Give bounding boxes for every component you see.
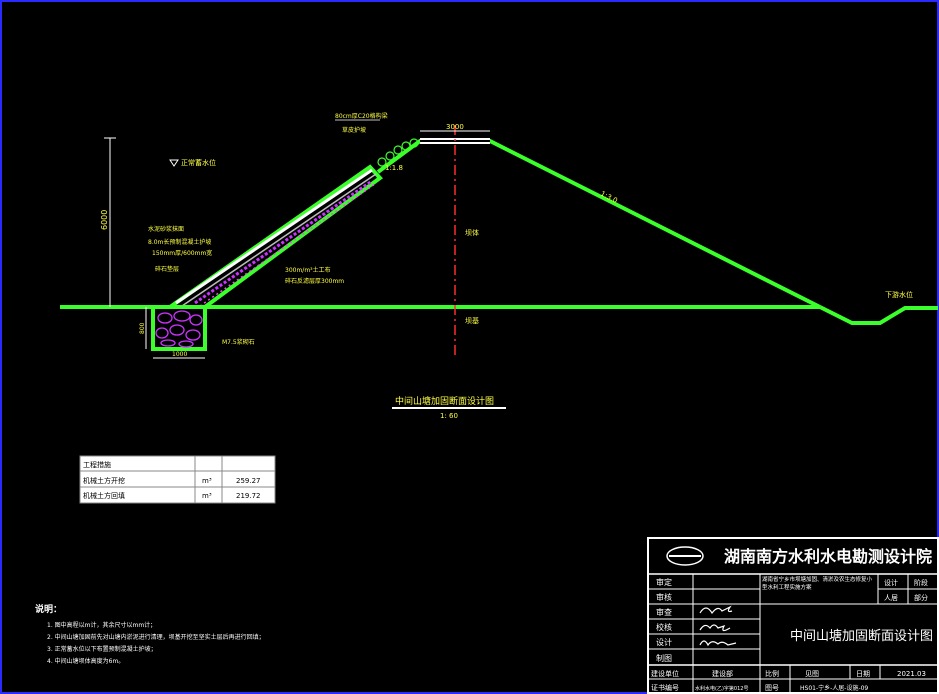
annotation-toe-rock: M7.5浆砌石 xyxy=(222,338,255,346)
note-item: 2. 中间山塘加固前先对山塘内淤泥进行清理，坝基开挖至坚实土层后再进行回填； xyxy=(47,633,265,641)
foundation-label: 坝基 xyxy=(465,316,479,325)
stage-label: 设计 xyxy=(884,578,898,587)
scale-label: 比例 xyxy=(765,669,779,678)
toe-height-label: 800 xyxy=(139,322,146,334)
role-label: 审核 xyxy=(656,592,672,602)
grass-protection xyxy=(377,138,419,167)
title-block: 湖南南方水利水电勘测设计院 审定 审核 审查 校核 设计 制图 湖南省宁乡市坝塘… xyxy=(647,537,939,694)
normal-water-label: 正常蓄水位 xyxy=(181,158,216,167)
quantity-unit: m³ xyxy=(202,492,212,500)
quantities-header: 工程措施 xyxy=(83,460,111,469)
quantity-unit: m³ xyxy=(202,477,212,485)
height-dimension-label: 6000 xyxy=(100,210,109,230)
annotation-slab: 8.0m长预制混凝土护坡 xyxy=(148,238,211,246)
role-label: 审定 xyxy=(656,577,672,587)
annotation-grass: 草皮护坡 xyxy=(342,126,366,134)
downstream-channel xyxy=(819,305,938,325)
annotation-fill: 300m/m³土工布 xyxy=(285,266,331,274)
dam-outline xyxy=(376,139,821,309)
institute-name: 湖南南方水利水电勘测设计院 xyxy=(724,547,932,566)
stage-sub: 阶段 xyxy=(914,578,928,587)
annotation-fill-2: 碎石反滤层厚300mm xyxy=(285,277,344,285)
notes-heading: 说明： xyxy=(35,603,62,615)
quantities-table: 工程措施 机械土方开挖 m³ 259.27 机械土方回填 m³ 219.72 xyxy=(79,455,276,504)
quantity-name: 机械土方开挖 xyxy=(83,476,125,485)
signature xyxy=(699,605,733,615)
drawing-no-value: HS01-宁乡-人居-设施-09 xyxy=(800,684,868,692)
drawing-no-label: 图号 xyxy=(765,684,779,692)
unit-label: 建设单位 xyxy=(651,669,679,678)
project-name: 湖南省宁乡市坝塘加固、清淤及农生态修复小型水利工程实施方案 xyxy=(762,577,873,591)
date-label: 日期 xyxy=(856,670,870,678)
note-item: 4. 中间山塘坝体高度为6m。 xyxy=(47,657,124,665)
annotation-gravel: 碎石垫层 xyxy=(155,265,179,273)
note-item: 1. 图中高程以m计，其余尺寸以mm计； xyxy=(47,621,156,629)
role-label: 设计 xyxy=(656,637,672,647)
section-scale: 1: 60 xyxy=(440,412,458,420)
gravel-filter-layer xyxy=(194,179,373,305)
scale-value: 见图 xyxy=(805,670,819,678)
water-level-icon xyxy=(169,159,179,167)
toe-rock-fill xyxy=(155,310,203,348)
notes: 说明： 1. 图中高程以m计，其余尺寸以mm计； 2. 中间山塘加固前先对山塘内… xyxy=(35,603,265,665)
quantity-value: 259.27 xyxy=(236,477,261,485)
signature xyxy=(699,640,737,647)
annotation-slab-size: 150mm厚/600mm宽 xyxy=(152,249,212,257)
drawing-name: 中间山塘加固断面设计图 xyxy=(790,628,933,644)
signature xyxy=(699,624,731,632)
cert-label: 证书编号 xyxy=(651,683,679,692)
dam-axis-label: 坝体 xyxy=(465,228,479,237)
annotation-cutoff: 水泥砂浆抹面 xyxy=(148,225,184,233)
institute-logo-icon xyxy=(666,546,704,566)
note-item: 3. 正常蓄水位以下布置预制混凝土护坡； xyxy=(47,645,157,653)
date-value: 2021.03 xyxy=(897,670,926,678)
top-width-label: 3000 xyxy=(446,123,464,131)
quantity-value: 219.72 xyxy=(236,492,261,500)
role-label: 制图 xyxy=(656,653,672,663)
annotation-concrete-frame: 80cm厚C20格构梁 xyxy=(335,112,388,120)
quantity-name: 机械土方回填 xyxy=(83,491,125,500)
role-label: 审查 xyxy=(656,607,672,617)
upstream-slope-ratio: 1:1.8 xyxy=(385,164,403,172)
concrete-slab-line xyxy=(175,168,373,305)
role-label: 校核 xyxy=(656,622,672,632)
section-title: 中间山塘加固断面设计图 xyxy=(395,395,494,407)
downstream-water-label: 下游水位 xyxy=(885,290,913,299)
part-label: 人居 xyxy=(884,594,898,602)
cert-value: 水利水电(乙)字第012号 xyxy=(695,685,748,692)
part-sub: 部分 xyxy=(914,593,928,602)
toe-width-label: 1000 xyxy=(172,351,187,358)
unit-value: 建设部 xyxy=(712,669,733,678)
